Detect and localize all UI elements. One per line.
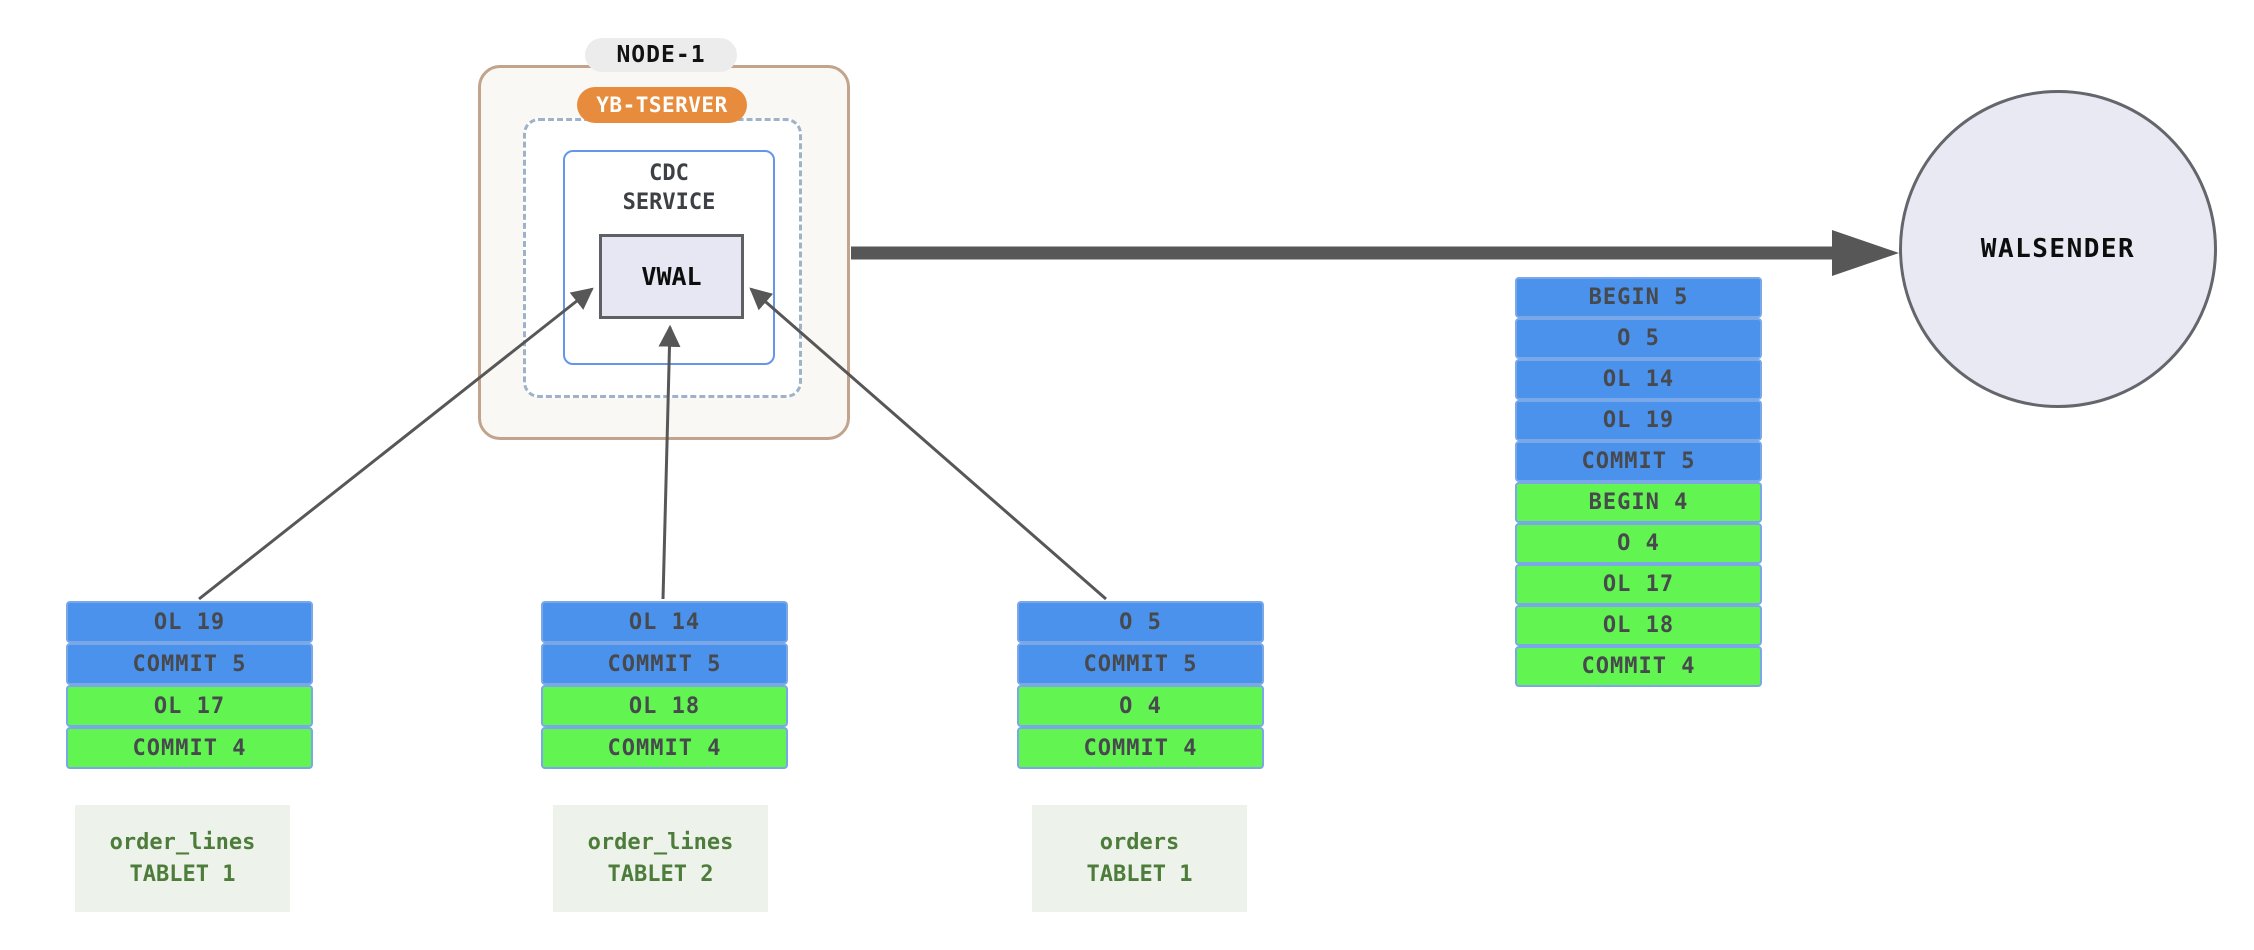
- walsender-circle: WALSENDER: [1899, 90, 2217, 408]
- wal-record-cell: O 5: [1515, 318, 1762, 359]
- tablet-record-cell: COMMIT 5: [1017, 643, 1264, 685]
- tablet-number: TABLET 1: [1086, 861, 1193, 887]
- tablet-record-cell: COMMIT 4: [66, 727, 313, 769]
- vwal-box: VWAL: [599, 234, 744, 319]
- wal-record-cell: O 4: [1515, 523, 1762, 564]
- tablet-label-orders-1: orders TABLET 1: [1032, 805, 1247, 912]
- tablet-record-cell: COMMIT 5: [541, 643, 788, 685]
- wal-record-cell: COMMIT 4: [1515, 646, 1762, 687]
- wal-record-cell: OL 18: [1515, 605, 1762, 646]
- tablet-stack-order-lines-2: OL 14 COMMIT 5 OL 18 COMMIT 4: [541, 601, 788, 769]
- tablet-record-cell: COMMIT 4: [1017, 727, 1264, 769]
- tablet-name: order_lines: [109, 829, 256, 855]
- tablet-record-cell: O 5: [1017, 601, 1264, 643]
- tablet-stack-orders-1: O 5 COMMIT 5 O 4 COMMIT 4: [1017, 601, 1264, 769]
- cdc-service-title: CDC SERVICE: [563, 160, 775, 217]
- wal-record-cell: COMMIT 5: [1515, 441, 1762, 482]
- tablet-record-cell: COMMIT 5: [66, 643, 313, 685]
- tablet-number: TABLET 2: [607, 861, 714, 887]
- tablet-label-order-lines-2: order_lines TABLET 2: [553, 805, 768, 912]
- wal-record-cell: OL 19: [1515, 400, 1762, 441]
- wal-stream-stack: BEGIN 5 O 5 OL 14 OL 19 COMMIT 5 BEGIN 4…: [1515, 277, 1762, 687]
- tablet-record-cell: COMMIT 4: [541, 727, 788, 769]
- wal-record-cell: BEGIN 4: [1515, 482, 1762, 523]
- tablet-record-cell: O 4: [1017, 685, 1264, 727]
- tablet-number: TABLET 1: [129, 861, 236, 887]
- cdc-service-title-line2: SERVICE: [622, 189, 716, 215]
- yb-tserver-badge: YB-TSERVER: [577, 87, 747, 123]
- cdc-service-title-line1: CDC: [649, 161, 689, 186]
- wal-record-cell: OL 14: [1515, 359, 1762, 400]
- tablet-record-cell: OL 17: [66, 685, 313, 727]
- tablet-record-cell: OL 19: [66, 601, 313, 643]
- tablet-stack-order-lines-1: OL 19 COMMIT 5 OL 17 COMMIT 4: [66, 601, 313, 769]
- tablet-record-cell: OL 14: [541, 601, 788, 643]
- tablet-name: order_lines: [587, 829, 734, 855]
- arrow-vwal-to-walsender-head: [1832, 230, 1899, 276]
- wal-record-cell: OL 17: [1515, 564, 1762, 605]
- node-1-label: NODE-1: [585, 38, 737, 72]
- wal-record-cell: BEGIN 5: [1515, 277, 1762, 318]
- tablet-record-cell: OL 18: [541, 685, 788, 727]
- tablet-name: orders: [1099, 829, 1180, 855]
- tablet-label-order-lines-1: order_lines TABLET 1: [75, 805, 290, 912]
